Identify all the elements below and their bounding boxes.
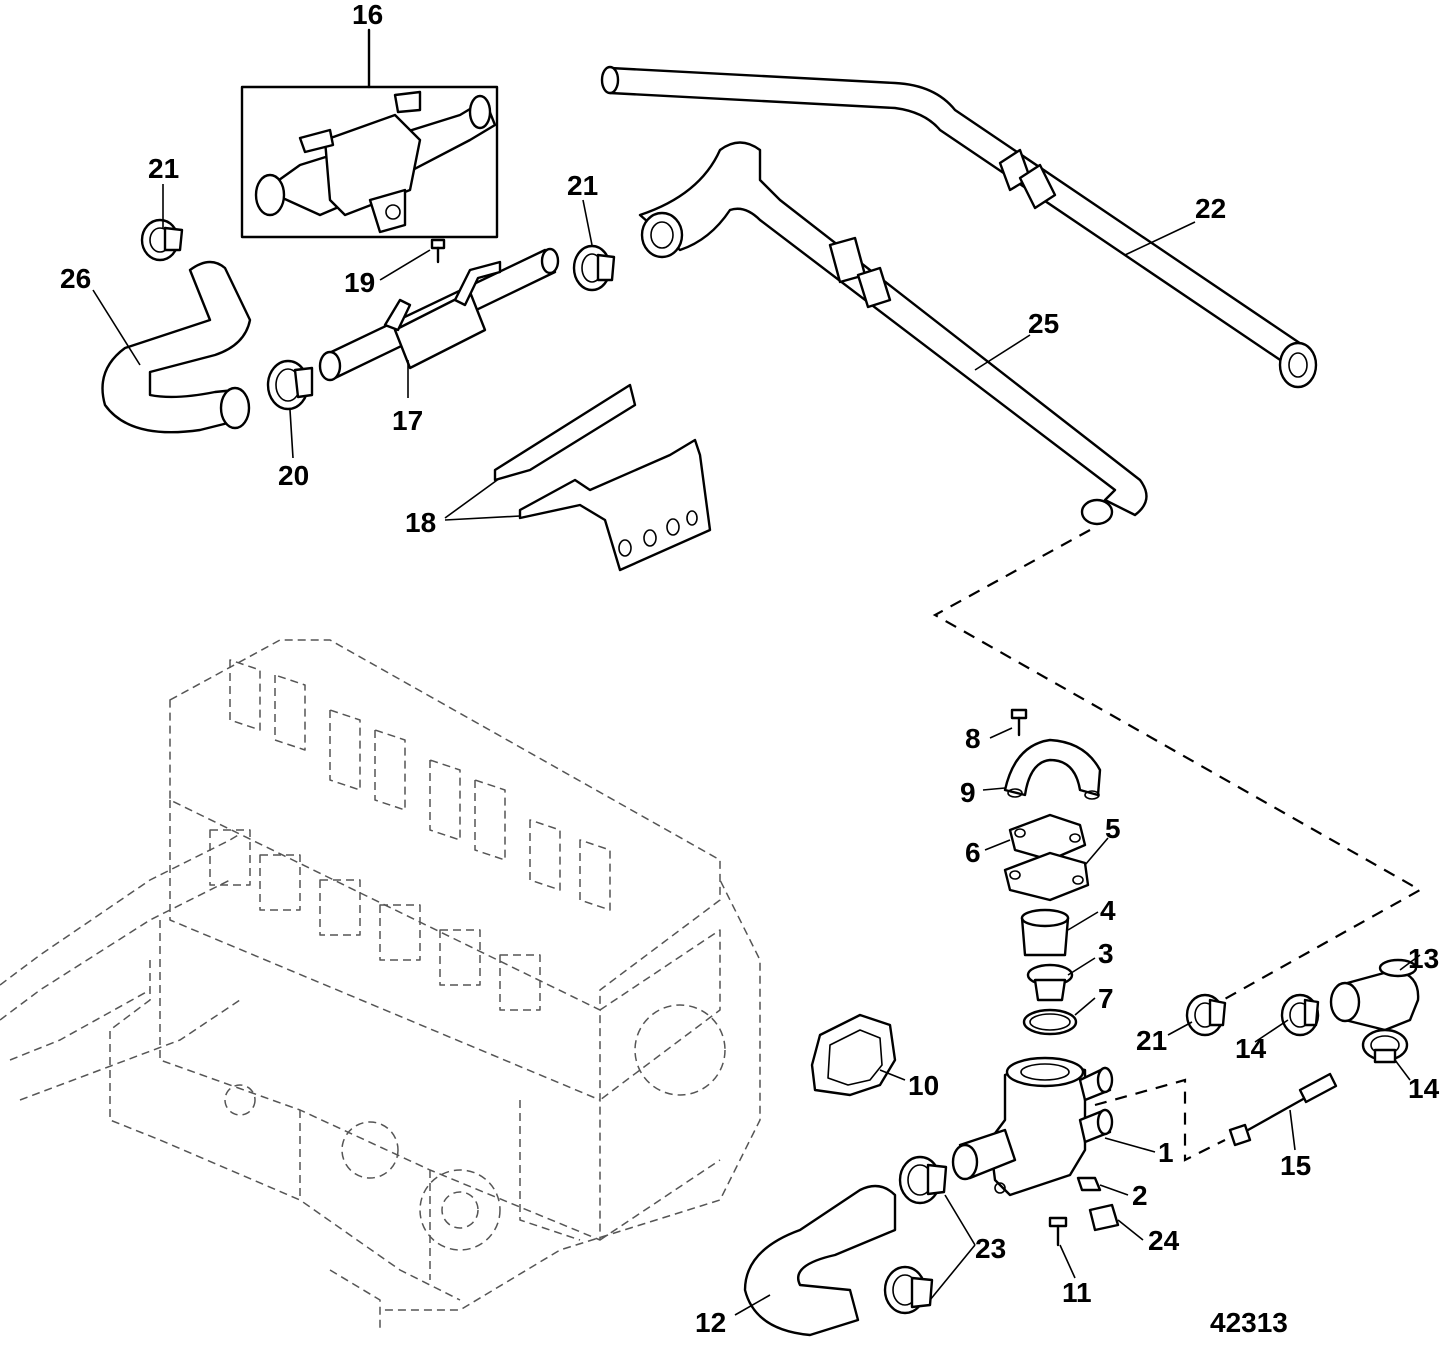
- figure-reference-number: 42313: [1210, 1307, 1288, 1338]
- callout-13: 13: [1408, 943, 1439, 974]
- part-11-bolt: [1048, 1216, 1068, 1247]
- part-9-strap: [1003, 738, 1102, 800]
- clamp-21-left: [140, 218, 184, 262]
- part-5-gasket: [1003, 851, 1090, 902]
- part-15-sender: [1228, 1072, 1338, 1147]
- callout-19: 19: [344, 267, 375, 298]
- part-24-sensor: [1088, 1203, 1120, 1232]
- callout-16: 16: [352, 0, 383, 30]
- clamp-14-upper: [1280, 993, 1320, 1037]
- part-4-sleeve: [1020, 908, 1070, 957]
- clamp-21-mid: [572, 244, 616, 292]
- callout-26: 26: [60, 263, 91, 294]
- callout-7: 7: [1098, 983, 1114, 1014]
- callout-25: 25: [1028, 308, 1059, 339]
- clamp-23-lower: [883, 1265, 934, 1315]
- clamp-20: [266, 359, 314, 411]
- part-10-gasket: [810, 1013, 897, 1097]
- callout-9: 9: [960, 777, 976, 808]
- part-16-detail-box: [240, 28, 499, 239]
- part-22-hose: [600, 65, 1318, 389]
- routing-dashed-lines: [932, 529, 1423, 1162]
- part-26-hose: [101, 260, 252, 434]
- callout-12: 12: [695, 1307, 726, 1338]
- callout-10: 10: [908, 1070, 939, 1101]
- clamp-23-upper: [898, 1155, 948, 1205]
- callout-23: 23: [975, 1233, 1006, 1264]
- part-19-bolt: [430, 238, 446, 264]
- part-2-fitting: [1076, 1176, 1102, 1192]
- part-18-brackets: [493, 383, 712, 572]
- part-17-pipe: [318, 247, 560, 382]
- callout-labels: 16 21 26 20 19 17 18 21 22 25 8 9 6 5 4 …: [60, 0, 1440, 1338]
- part-6-gasket: [1008, 813, 1087, 862]
- callout-21-left: 21: [148, 153, 179, 184]
- callout-22: 22: [1195, 193, 1226, 224]
- part-1-housing: [951, 1056, 1114, 1197]
- callout-21-right: 21: [1136, 1025, 1167, 1056]
- part-7-o-ring: [1022, 1008, 1078, 1036]
- callout-11: 11: [1062, 1277, 1092, 1308]
- callout-15: 15: [1280, 1150, 1311, 1181]
- clamp-14-lower: [1361, 1028, 1409, 1064]
- leader-lines: [92, 184, 1421, 1316]
- callout-3: 3: [1098, 938, 1114, 969]
- part-8-bolt: [1010, 708, 1028, 737]
- callout-1: 1: [1158, 1137, 1174, 1168]
- callout-4: 4: [1100, 895, 1116, 926]
- callout-6: 6: [965, 837, 981, 868]
- part-13-elbow: [1329, 958, 1420, 1032]
- callout-8: 8: [965, 723, 981, 754]
- clamp-21-right: [1185, 993, 1227, 1037]
- part-25-hose: [638, 141, 1148, 526]
- engine-block-outline: [0, 639, 761, 1330]
- callout-18: 18: [405, 507, 436, 538]
- callout-14-lower: 14: [1408, 1073, 1440, 1104]
- callout-24: 24: [1148, 1225, 1180, 1256]
- callout-17: 17: [392, 405, 423, 436]
- callout-5: 5: [1105, 813, 1121, 844]
- callout-20: 20: [278, 460, 309, 491]
- callout-14-upper: 14: [1235, 1033, 1267, 1064]
- callout-21-mid: 21: [567, 170, 598, 201]
- callout-2: 2: [1132, 1180, 1148, 1211]
- part-12-hose: [743, 1184, 897, 1337]
- part-3-thermostat: [1026, 963, 1074, 1002]
